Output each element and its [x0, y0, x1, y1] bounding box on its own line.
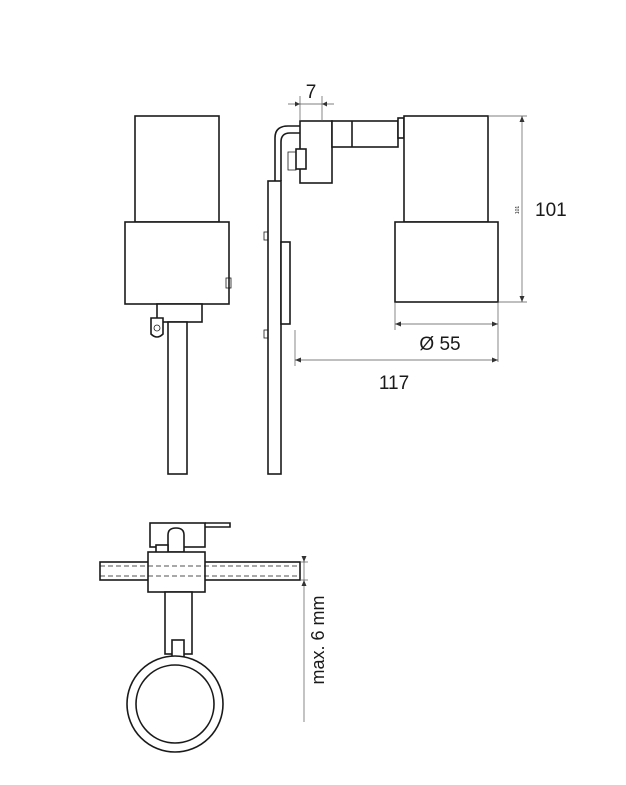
side-arm-outer: [274, 125, 300, 181]
dim-7-label: 7: [306, 82, 317, 103]
side-clamp-screw-head: [287, 151, 297, 171]
side-clamp-screw: [295, 148, 307, 170]
mount-bracket-plate: [205, 522, 231, 528]
dim-6mm-arrow-bottom: [301, 580, 307, 586]
front-side-knob: [225, 277, 232, 289]
side-rail-clip: [280, 241, 291, 325]
mount-adapter-body: [147, 551, 206, 593]
front-view: [124, 115, 232, 475]
dim-7-arrow-left: [295, 101, 300, 107]
front-stem: [167, 321, 188, 475]
side-pipe-cap: [397, 117, 405, 139]
side-rail-mark-bottom: [263, 329, 269, 339]
mount-ring-inner: [135, 664, 215, 744]
dim-101-label: 101: [535, 200, 567, 221]
dim-6mm-label: max. 6 mm: [308, 595, 328, 684]
front-adapter-tab-hole: [153, 324, 161, 332]
dim-55-label: Ø 55: [419, 334, 460, 355]
dim-7-arrow-right: [322, 101, 327, 107]
dim-101-small-label: 101: [515, 206, 521, 215]
front-lamp-head-upper: [134, 115, 220, 223]
side-rail-mark-top: [263, 231, 269, 241]
dim-117-arrow-left: [295, 357, 301, 363]
side-rail: [267, 180, 282, 475]
dim-101-arrow-top: [519, 116, 525, 122]
mounting-view: max. 6 mm: [99, 522, 328, 753]
dim-55-arrow-left: [395, 321, 401, 327]
side-arm-inner: [280, 132, 300, 181]
side-lamp-head-lower: [394, 221, 499, 303]
dim-6mm-arrow-top: [301, 556, 307, 562]
front-adapter-tab: [150, 317, 164, 338]
side-view: 7 101 101 Ø 55 117: [263, 82, 567, 475]
dim-101-arrow-bottom: [519, 296, 525, 302]
side-lamp-head-upper: [403, 115, 489, 223]
mount-ring-outer: [126, 655, 224, 753]
side-pipe: [331, 120, 399, 148]
front-lamp-head-lower: [124, 221, 230, 305]
dim-55-arrow-right: [492, 321, 498, 327]
dim-117-arrow-right: [492, 357, 498, 363]
mount-clamp-knob: [167, 527, 185, 553]
dim-117-label: 117: [379, 373, 409, 394]
